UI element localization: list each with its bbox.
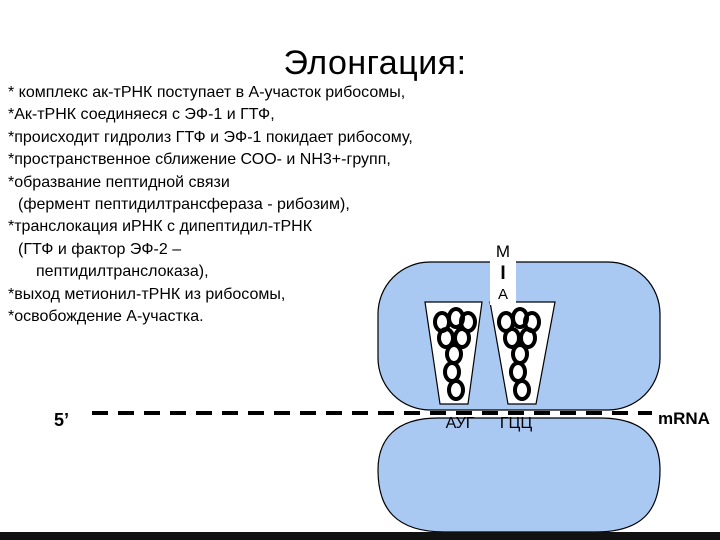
small-ribosome-subunit: [377, 417, 661, 533]
trna-loops-left: [433, 307, 477, 401]
step-line: * комплекс ак-тРНК поступает в А-участок…: [8, 84, 406, 101]
step-line: *выход метионил-тРНК из рибосомы,: [8, 285, 286, 303]
step-line: *происходит гидролиз ГТФ и ЭФ-1 покидает…: [8, 128, 413, 146]
slide-title: Элонгация:: [283, 44, 467, 82]
step-line: *транслокация иРНК с дипептидил-тРНК: [8, 218, 313, 236]
peptide-letter: М: [496, 242, 510, 261]
peptide-letter: А: [498, 286, 508, 303]
peptide-chain: М I А: [490, 235, 516, 305]
mrna-5prime-label: 5’: [54, 410, 69, 430]
step-line: *освобождение А-участка.: [8, 308, 204, 326]
elongation-steps: * комплекс ак-тРНК поступает в А-участок…: [8, 82, 498, 328]
step-line: (фермент пептидилтрансфераза - рибозим),: [18, 196, 350, 214]
codon-gcc: ГЦЦ: [500, 415, 533, 432]
step-line: пептидилтранслоказа),: [36, 263, 209, 281]
codon-aug: АУГ: [446, 415, 475, 432]
trna-loops-right: [497, 307, 541, 401]
step-line: (ГТФ и фактор ЭФ-2 –: [18, 240, 182, 258]
step-line: *пространственное сближение СОО- и NH3+-…: [8, 151, 391, 169]
p-site-trna: [424, 301, 483, 405]
step-line: *образвание пептидной связи: [8, 173, 230, 191]
peptide-chain-box: [490, 235, 516, 305]
peptide-letter: I: [500, 263, 505, 284]
bottom-band: [0, 532, 720, 540]
step-line: *Ак-тРНК соединяеся с ЭФ-1 и ГТФ,: [8, 106, 275, 124]
mrna-label: mRNA: [658, 409, 710, 428]
